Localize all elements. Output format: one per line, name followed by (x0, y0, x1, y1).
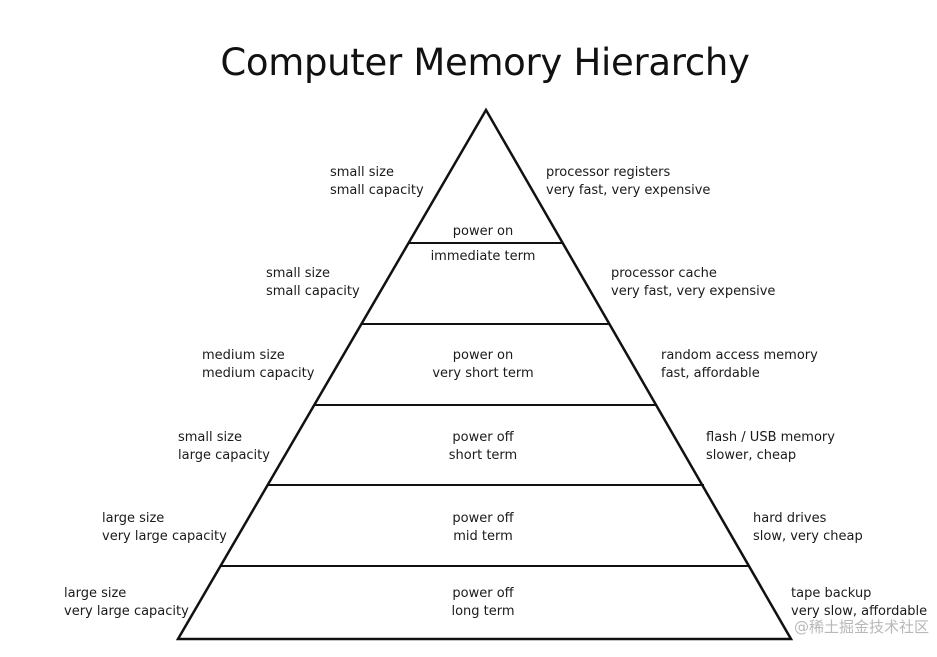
diagram-title: Computer Memory Hierarchy (220, 41, 750, 84)
tier-3-power-text: power on (452, 348, 514, 363)
tier-3-speed-text: fast, affordable (661, 365, 760, 381)
tier-5-capacity-text: very large capacity (102, 528, 227, 544)
tier-3-center-label: power on very short term (393, 347, 573, 382)
tier-5-center-label: power off mid term (393, 510, 573, 545)
tier-1-power-text: power on (452, 224, 514, 239)
tier-6-name-text: tape backup (791, 586, 872, 601)
tier-1-capacity-text: small capacity (330, 182, 424, 198)
tier-2-speed-text: very fast, very expensive (611, 283, 776, 299)
tier-1-center-label: power on (393, 223, 573, 241)
tier-5-size-text: large size (102, 511, 165, 526)
tier-3-capacity-text: medium capacity (202, 365, 315, 381)
watermark-text: @稀土掘金技术社区 (793, 618, 929, 636)
tier-1-right-label: processor registers very fast, very expe… (546, 164, 710, 199)
tier-5-speed-text: slow, very cheap (753, 528, 863, 544)
tier-5-right-label: hard drives slow, very cheap (753, 510, 863, 545)
tier-4-power-text: power off (452, 430, 514, 445)
tier-3-left-label: medium size medium capacity (202, 347, 314, 382)
tier-1-left-label: small size small capacity (330, 164, 424, 199)
pyramid-outline (175, 107, 794, 641)
tier-3-right-label: random access memory fast, affordable (661, 347, 818, 382)
tier-4-right-label: flash / USB memory slower, cheap (706, 429, 835, 464)
tier-4-term-text: short term (448, 447, 518, 463)
tier-6-left-label: large size very large capacity (64, 585, 189, 620)
tier-5-name-text: hard drives (753, 511, 827, 526)
tier-2-capacity-text: small capacity (266, 283, 360, 299)
tier-4-size-text: small size (178, 430, 242, 445)
tier-4-name-text: flash / USB memory (706, 430, 835, 445)
tier-2-left-label: small size small capacity (266, 265, 360, 300)
tier-4-left-label: small size large capacity (178, 429, 270, 464)
tier-2-term-text: immediate term (430, 249, 536, 264)
tier-6-center-label: power off long term (393, 585, 573, 620)
tier-3-term-text: very short term (432, 365, 534, 381)
tier-5-power-text: power off (452, 511, 514, 526)
tier-2-center-label: immediate term (393, 248, 573, 266)
tier-6-speed-text: very slow, affordable (791, 603, 928, 619)
tier-5-term-text: mid term (453, 528, 513, 544)
tier-6-term-text: long term (451, 603, 515, 619)
tier-5-left-label: large size very large capacity (102, 510, 227, 545)
tier-6-capacity-text: very large capacity (64, 603, 189, 619)
tier-1-size-text: small size (330, 165, 394, 180)
tier-1-name-text: processor registers (546, 165, 671, 180)
tier-3-size-text: medium size (202, 348, 285, 363)
tier-2-right-label: processor cache very fast, very expensiv… (611, 265, 775, 300)
tier-3-name-text: random access memory (661, 348, 818, 363)
tier-6-size-text: large size (64, 586, 127, 601)
tier-4-center-label: power off short term (393, 429, 573, 464)
tier-1-speed-text: very fast, very expensive (546, 182, 711, 198)
tier-4-speed-text: slower, cheap (706, 447, 797, 463)
tier-6-right-label: tape backup very slow, affordable (791, 585, 927, 620)
tier-4-capacity-text: large capacity (178, 447, 270, 463)
tier-6-power-text: power off (452, 586, 514, 601)
tier-2-name-text: processor cache (611, 266, 717, 281)
tier-2-size-text: small size (266, 266, 330, 281)
